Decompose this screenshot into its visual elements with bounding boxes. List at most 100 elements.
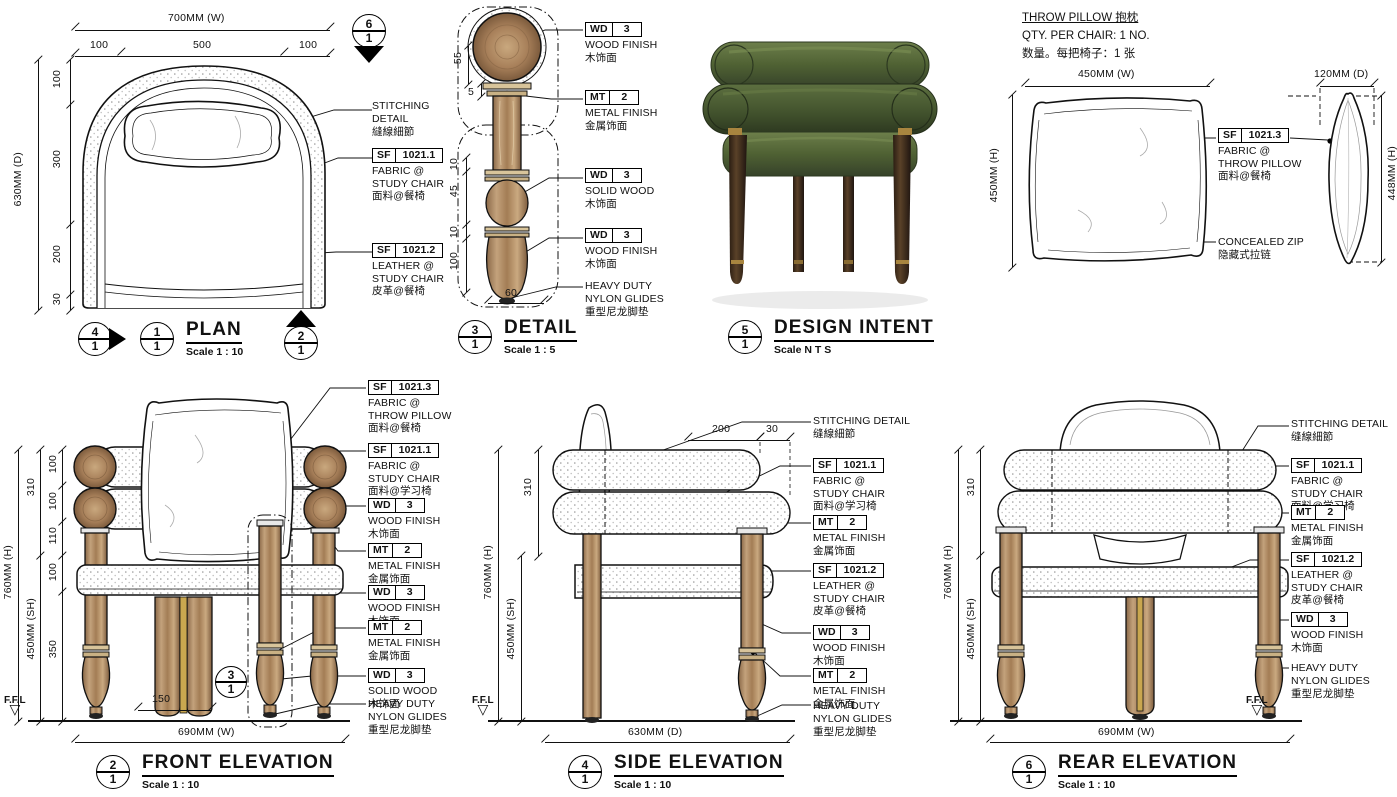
throw-pillow-heading: THROW PILLOW 抱枕 QTY. PER CHAIR: 1 NO. 数量… — [1022, 12, 1150, 60]
dim-label: 690MM (W) — [1098, 726, 1155, 738]
dim-line — [498, 450, 499, 721]
dim-label: 200 — [51, 245, 63, 264]
pillow-side-drawing — [1328, 92, 1370, 265]
dim-line — [760, 440, 790, 441]
dim-label: 448MM (H) — [1386, 146, 1397, 201]
front-title: FRONT ELEVATION Scale 1 : 10 — [142, 752, 334, 791]
dim-label: 30 — [51, 293, 63, 306]
dim-line — [545, 742, 790, 743]
dim-label: 60 — [505, 287, 518, 299]
dim-label: 150 — [152, 693, 171, 705]
dim-line — [538, 450, 539, 556]
dim-label: 450MM (SH) — [25, 598, 37, 660]
callout-detail-nylon-glides: HEAVY DUTY NYLON GLIDES 重型尼龙脚垫 — [585, 280, 664, 318]
detail-title: DETAIL Scale 1 : 5 — [504, 317, 578, 356]
dim-line — [1320, 86, 1374, 87]
dim-label: 630MM (D) — [628, 726, 683, 738]
direction-arrow-down-icon — [354, 46, 384, 63]
dim-label: 45 — [448, 185, 460, 198]
dim-line — [70, 60, 71, 310]
dim-label: 110 — [47, 527, 59, 545]
rear-title: REAR ELEVATION Scale 1 : 10 — [1058, 752, 1238, 791]
dim-label: 100 — [47, 563, 59, 582]
dim-label: 310 — [965, 478, 977, 497]
dim-label: 630MM (D) — [12, 152, 24, 207]
dim-line — [62, 450, 63, 721]
dim-line — [521, 556, 522, 721]
dim-label: 500 — [193, 39, 212, 51]
dim-label: 450MM (W) — [1078, 68, 1135, 80]
callout-side-nylon-glides: HEAVY DUTY NYLON GLIDES 重型尼龙脚垫 — [813, 700, 892, 738]
dim-line — [481, 84, 482, 96]
dim-label: 5 — [468, 86, 475, 98]
callout-rear-nylon-glides: HEAVY DUTY NYLON GLIDES 重型尼龙脚垫 — [1291, 662, 1370, 700]
dim-line — [18, 450, 19, 721]
dim-label: 700MM (W) — [168, 12, 225, 24]
dim-label: 760MM (H) — [482, 545, 494, 600]
callout-pillow-zip: CONCEALED ZIP 隐藏式拉链 — [1218, 236, 1304, 261]
detail-drawing — [457, 6, 559, 308]
direction-arrow-up-icon — [286, 310, 316, 327]
dim-label: 760MM (H) — [2, 545, 14, 600]
side-title: SIDE ELEVATION Scale 1 : 10 — [614, 752, 784, 791]
dim-line — [1381, 96, 1382, 262]
pillow-front-drawing — [1028, 97, 1208, 262]
ffl-triangle-icon: ▽ — [477, 701, 489, 717]
dim-label: 310 — [25, 478, 37, 497]
dim-label: 310 — [522, 478, 534, 497]
design-intent-photo — [702, 41, 938, 309]
dim-label: 100 — [90, 39, 109, 51]
dim-label: 100 — [299, 39, 318, 51]
dim-line — [958, 450, 959, 721]
dim-line — [980, 450, 981, 721]
direction-arrow-right-icon — [109, 328, 126, 350]
callout-rear-stitching: STITCHING DETAIL 缝線細節 — [1291, 418, 1389, 443]
ffl-triangle-icon: ▽ — [1251, 701, 1263, 717]
dim-label: 10 — [448, 158, 460, 171]
dim-label: 100 — [51, 70, 63, 89]
dim-label: 55 — [452, 52, 464, 65]
dim-label: 450MM (H) — [988, 148, 1000, 203]
dim-label: 10 — [448, 226, 460, 239]
dim-line — [990, 742, 1290, 743]
dim-line — [1012, 95, 1013, 267]
callout-front-nylon-glides: HEAVY DUTY NYLON GLIDES 重型尼龙脚垫 — [368, 698, 447, 736]
dim-label: 100 — [47, 455, 59, 474]
